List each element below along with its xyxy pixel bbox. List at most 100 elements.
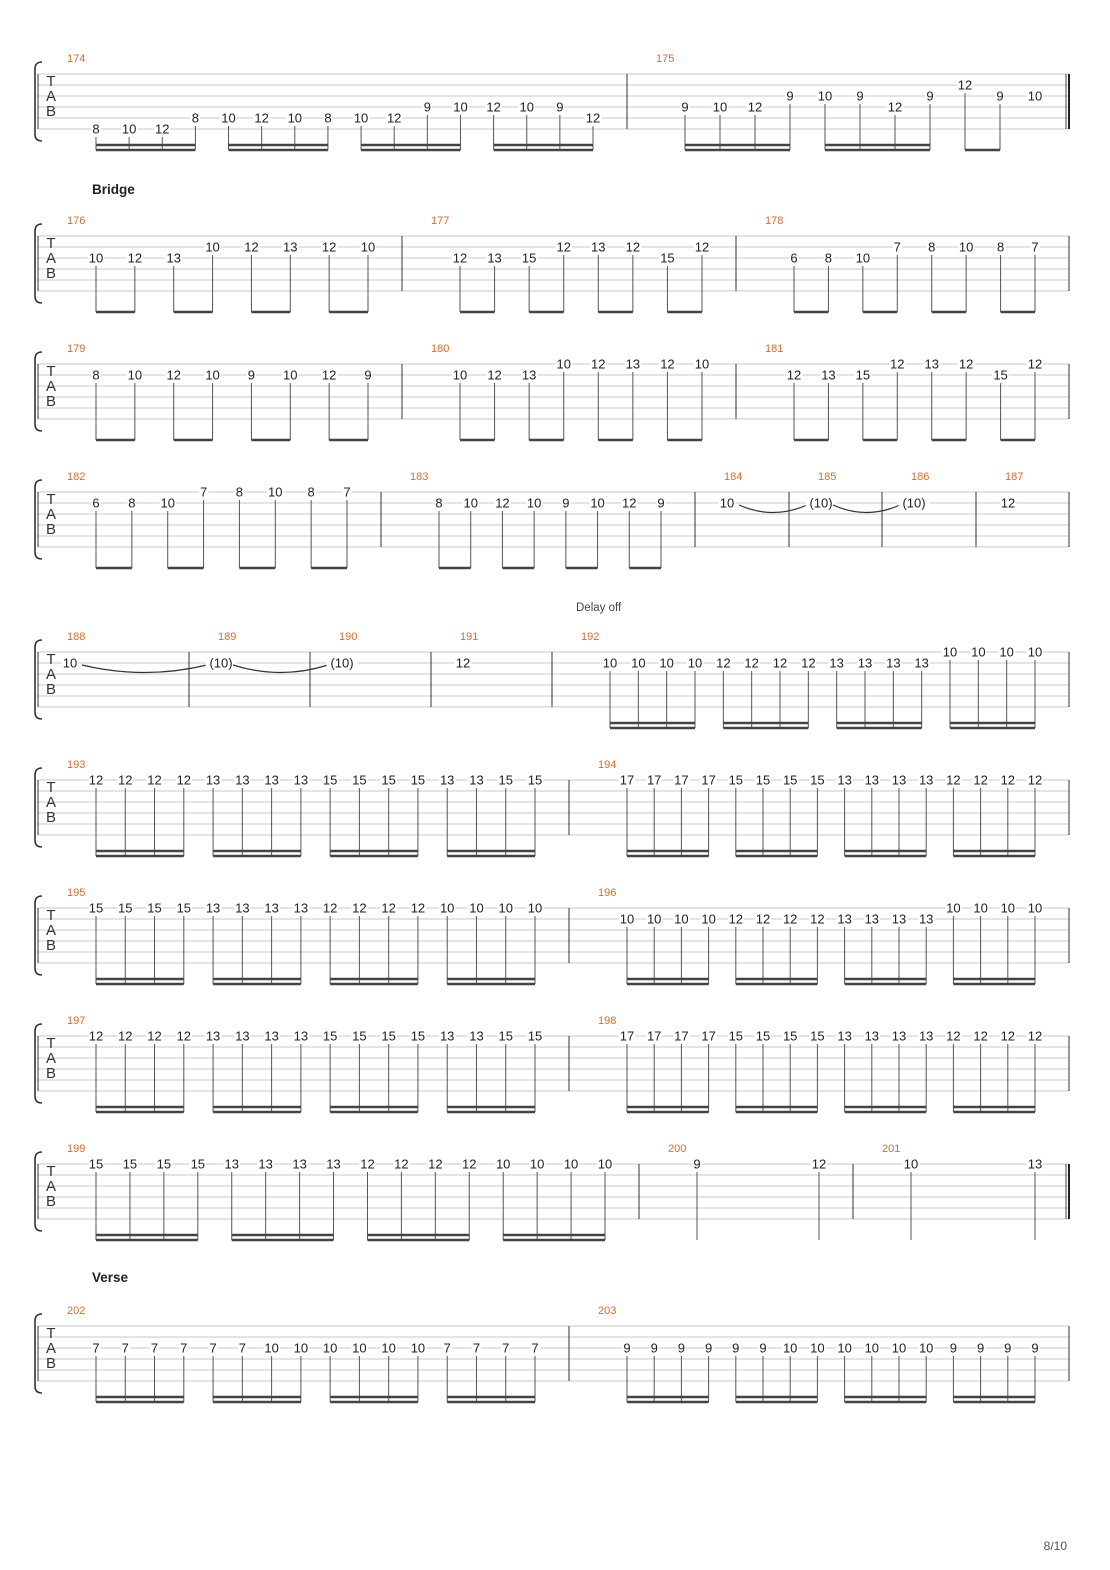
fret-number-background (854, 368, 872, 382)
fret-number-background (127, 496, 137, 510)
fret-number: 12 (322, 368, 336, 383)
fret-number: 12 (147, 773, 161, 788)
system-bracket (34, 223, 43, 304)
fret-number-background (1026, 773, 1044, 787)
fret-number: 15 (352, 773, 366, 788)
fret-number-background (995, 240, 1006, 254)
fret-number: 15 (729, 773, 743, 788)
tab-clef-letter: T (46, 907, 55, 924)
fret-number-background (146, 773, 163, 787)
fret-number: 7 (92, 1341, 99, 1356)
fret-number: 17 (674, 1029, 688, 1044)
fret-number-background (257, 1157, 274, 1171)
fret-number-background (913, 656, 930, 670)
fret-number: 9 (556, 100, 563, 115)
fret-number-background (972, 1029, 989, 1043)
tab-clef-letter: B (46, 809, 56, 826)
fret-number-background (673, 773, 690, 787)
fret-number-background (351, 773, 368, 787)
fret-number: 10 (564, 1157, 578, 1172)
fret-number: 13 (206, 1029, 220, 1044)
fret-number-background (656, 496, 666, 510)
fret-number: 9 (926, 89, 933, 104)
fret-number: (10) (330, 656, 353, 671)
fret-number-background (948, 1341, 958, 1355)
fret-number-background (306, 485, 316, 499)
fret-number: 17 (701, 773, 715, 788)
fret-number-background (91, 368, 101, 382)
fret-number: 15 (157, 1157, 171, 1172)
fret-number: 13 (283, 240, 297, 255)
fret-number-background (809, 912, 826, 926)
fret-number-background (495, 1157, 512, 1171)
fret-number-background (957, 357, 975, 371)
fret-number: 17 (674, 773, 688, 788)
fret-number: 13 (440, 1029, 454, 1044)
fret-number: 9 (1004, 1341, 1011, 1356)
fret-number-background (555, 357, 572, 371)
fret-number: 9 (705, 1341, 712, 1356)
fret-number: 8 (92, 368, 99, 383)
fret-number-background (999, 773, 1016, 787)
fret-number: 10 (1028, 901, 1042, 916)
measure-number: 175 (656, 53, 674, 65)
fret-number: (10) (809, 496, 832, 511)
fret-number-background (693, 357, 711, 371)
fret-number: 15 (729, 1029, 743, 1044)
fret-number: (10) (209, 656, 232, 671)
fret-number: 12 (812, 1157, 826, 1172)
system-bracket (34, 479, 43, 560)
fret-number: 10 (381, 1341, 395, 1356)
fret-number: 12 (973, 1029, 987, 1044)
fret-number-background (589, 496, 606, 510)
fret-number-background (810, 1157, 828, 1171)
fret-number-background (286, 111, 303, 125)
tab-clef-letter: B (46, 1193, 56, 1210)
fret-number-background (782, 1341, 799, 1355)
fret-number: 12 (495, 496, 509, 511)
fret-number-background (223, 1157, 240, 1171)
fret-number-background (434, 496, 444, 510)
fret-number: 13 (865, 1029, 879, 1044)
fret-number: 12 (756, 912, 770, 927)
tab-clef-letter: B (46, 1355, 56, 1372)
fret-number: 13 (924, 357, 938, 372)
fret-number-background (87, 251, 105, 265)
fret-number: 10 (128, 368, 142, 383)
fret-number-background (530, 1341, 540, 1355)
fret-number-background (386, 111, 403, 125)
fret-number-background (925, 89, 935, 103)
fret-number-background (727, 1029, 744, 1043)
fret-number-background (326, 656, 358, 670)
fret-number-background (321, 901, 339, 915)
fret-number-background (352, 111, 370, 125)
fret-number: 15 (756, 773, 770, 788)
fret-number-background (754, 1029, 772, 1043)
fret-number: 10 (620, 912, 634, 927)
fret-number-background (87, 773, 105, 787)
fret-number: 10 (837, 1341, 851, 1356)
fret-number: 9 (786, 89, 793, 104)
fret-number: 10 (453, 368, 467, 383)
tab-clef-letter: T (46, 363, 55, 380)
tab-clef-letter: T (46, 1163, 55, 1180)
fret-number-background (673, 1029, 690, 1043)
fret-number-background (439, 1029, 456, 1043)
fret-number: 15 (498, 1029, 512, 1044)
fret-number-background (208, 1341, 218, 1355)
fret-number: 12 (556, 240, 570, 255)
fret-number: 10 (919, 1341, 933, 1356)
fret-number: 10 (556, 357, 570, 372)
fret-number: 13 (294, 1029, 308, 1044)
fret-number: 10 (268, 485, 282, 500)
fret-number-background (945, 773, 962, 787)
fret-number: 13 (1028, 1157, 1042, 1172)
fret-number-background (126, 368, 144, 382)
fret-number-background (624, 240, 642, 254)
fret-number: 12 (946, 1029, 960, 1044)
fret-number: 15 (381, 773, 395, 788)
fret-number-background (61, 656, 79, 670)
fret-number-background (823, 251, 834, 265)
fret-number-background (452, 100, 469, 114)
